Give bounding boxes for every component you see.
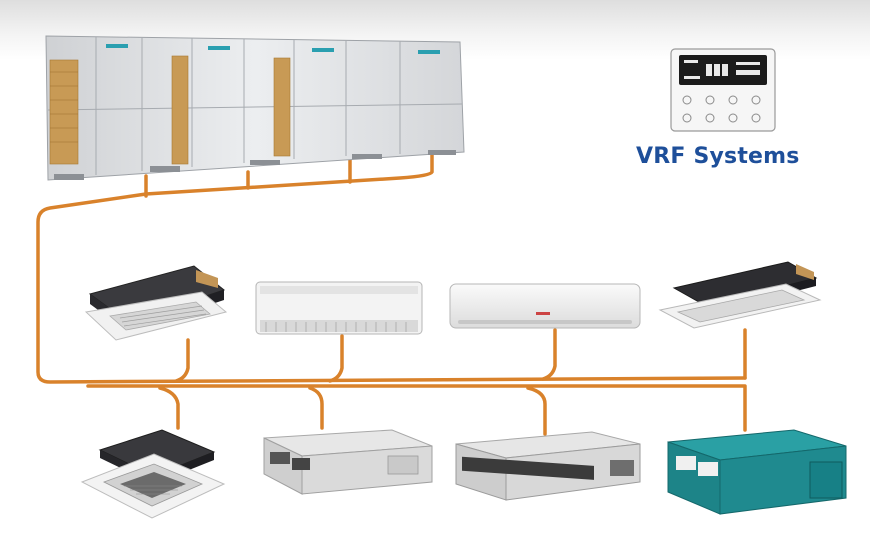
slim-ducted-unit-icon: [455, 431, 641, 501]
lower-branch-3: [526, 386, 547, 436]
page-title: VRF Systems: [636, 144, 800, 169]
ceiling-cassette-4way-icon: [84, 265, 228, 341]
upper-branch-1: [174, 338, 190, 383]
floor-ceiling-console-icon: [255, 281, 423, 335]
upper-branch-3: [541, 328, 557, 381]
main-pipe-lower: [86, 384, 747, 432]
lower-branch-2: [308, 386, 324, 430]
upper-branch-2: [328, 334, 344, 383]
lower-branch-1: [158, 386, 180, 430]
wall-split-icon: [449, 283, 641, 329]
high-static-ducted-unit-icon: [667, 429, 847, 515]
wired-controller-icon: [670, 48, 776, 132]
cassette-1way-icon: [658, 261, 822, 329]
ducted-unit-icon: [263, 429, 433, 495]
ceiling-cassette-4way-large-icon: [80, 429, 226, 519]
vrf-outdoor-condenser-bank-icon: [45, 35, 465, 181]
main-pipe: [36, 148, 747, 384]
